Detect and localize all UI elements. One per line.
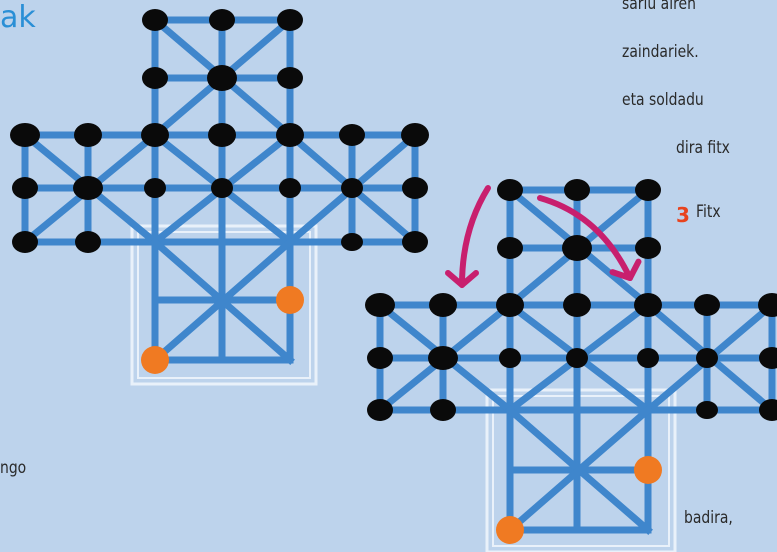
arrow-head bbox=[609, 258, 642, 281]
arrow-head bbox=[445, 270, 479, 288]
soldier-piece bbox=[341, 178, 363, 198]
soldier-piece bbox=[637, 348, 659, 368]
soldier-piece bbox=[367, 399, 393, 421]
soldier-piece bbox=[277, 9, 303, 31]
soldier-piece bbox=[279, 178, 301, 198]
soldier-piece bbox=[497, 179, 523, 201]
fortress-outline bbox=[485, 388, 677, 552]
guard-piece bbox=[634, 456, 662, 484]
soldier-piece bbox=[211, 178, 233, 198]
soldier-piece bbox=[276, 123, 304, 147]
soldier-piece bbox=[75, 231, 101, 253]
soldier-piece bbox=[635, 179, 661, 201]
section-title: ak bbox=[0, 0, 36, 35]
step-number: 3 bbox=[676, 203, 690, 227]
soldier-piece bbox=[207, 65, 237, 91]
soldier-piece bbox=[694, 294, 720, 316]
soldier-piece bbox=[74, 123, 102, 147]
board-line bbox=[150, 237, 295, 365]
move-arrow bbox=[537, 195, 633, 281]
soldier-piece bbox=[696, 348, 718, 368]
soldier-piece bbox=[141, 123, 169, 147]
bottom-text-fragment: badira, bbox=[684, 508, 733, 528]
soldier-piece bbox=[428, 346, 458, 370]
soldier-piece bbox=[339, 124, 365, 146]
guard-piece bbox=[496, 516, 524, 544]
soldier-piece bbox=[208, 123, 236, 147]
soldier-piece bbox=[634, 293, 662, 317]
fortress-inner-outline bbox=[492, 395, 670, 547]
soldier-piece bbox=[430, 399, 456, 421]
soldier-piece bbox=[563, 293, 591, 317]
soldier-piece bbox=[429, 293, 457, 317]
soldier-piece bbox=[365, 293, 395, 317]
soldier-piece bbox=[759, 399, 777, 421]
soldier-piece bbox=[402, 177, 428, 199]
left-text-fragment: ngo bbox=[0, 458, 27, 478]
soldier-piece bbox=[142, 9, 168, 31]
soldier-piece bbox=[209, 9, 235, 31]
soldier-piece bbox=[144, 178, 166, 198]
soldier-piece bbox=[564, 179, 590, 201]
soldier-piece bbox=[12, 231, 38, 253]
board-line bbox=[505, 405, 653, 535]
soldier-piece bbox=[635, 237, 661, 259]
soldier-piece bbox=[73, 176, 103, 200]
soldier-piece bbox=[142, 67, 168, 89]
soldier-piece bbox=[12, 177, 38, 199]
soldier-piece bbox=[401, 123, 429, 147]
guard-piece bbox=[276, 286, 304, 314]
soldier-piece bbox=[499, 348, 521, 368]
soldier-piece bbox=[496, 293, 524, 317]
soldier-piece bbox=[696, 401, 718, 419]
text-line-3: eta soldadu bbox=[622, 90, 704, 110]
text-line-1: sariu airen bbox=[622, 0, 696, 14]
text-line-4: dira fitx bbox=[676, 138, 730, 158]
step-text: Fitx bbox=[696, 202, 721, 222]
soldier-piece bbox=[367, 347, 393, 369]
soldier-piece bbox=[758, 293, 777, 317]
move-arrow bbox=[459, 185, 491, 288]
soldier-piece bbox=[566, 348, 588, 368]
soldier-piece bbox=[759, 347, 777, 369]
soldier-piece bbox=[562, 235, 592, 261]
soldier-piece bbox=[402, 231, 428, 253]
soldier-piece bbox=[497, 237, 523, 259]
soldier-piece bbox=[341, 233, 363, 251]
soldier-piece bbox=[10, 123, 40, 147]
soldier-piece bbox=[277, 67, 303, 89]
guard-piece bbox=[141, 346, 169, 374]
text-line-2: zaindariek. bbox=[622, 42, 699, 62]
